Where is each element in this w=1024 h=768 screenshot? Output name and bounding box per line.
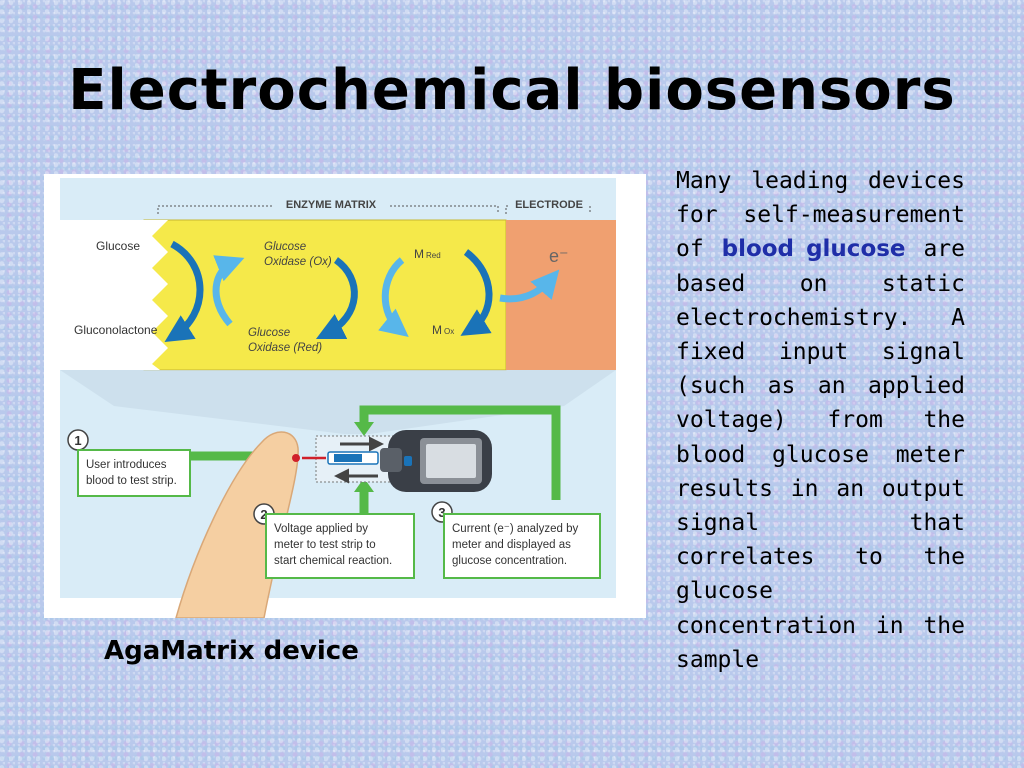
step3-line2: meter and displayed as [452,539,571,551]
blood-drop [292,454,300,462]
glucose-meter [380,430,492,492]
step1-line2: blood to test strip. [86,475,177,487]
mediator-reduction-arrow [378,257,409,338]
gluconolactone-label: Gluconolactone [74,323,158,337]
step2-line1: Voltage applied by [274,523,368,535]
step2-arrowhead [354,478,374,492]
enzyme-matrix-bracket: ENZYME MATRIX [157,196,499,214]
glucose-conversion-arrow [164,240,204,342]
gox-red-label-1: Glucose [248,327,290,339]
step1-box [77,449,191,497]
step2-line3: start chemical reaction. [274,555,392,567]
figure-caption: AgaMatrix device [104,636,359,666]
step3-box [443,513,601,579]
gox-red-label-2: Oxidase (Red) [248,342,322,354]
mediator-oxidation-arrow [460,249,493,336]
step2-line2: meter to test strip to [274,539,376,551]
body-text-part1: Many leading devices for self-measuremen… [676,168,965,263]
enzyme-matrix-label: ENZYME MATRIX [286,199,377,211]
body-text-part2: are based on static electrochemistry. A … [676,236,965,673]
gox-ox-label-1: Glucose [264,241,306,253]
electron-label: e⁻ [549,246,569,266]
gox-ox-label-2: Oxidase (Ox) [264,256,332,268]
electron-transfer-arrow [499,269,560,303]
gox-oxidation-arrow [212,255,245,327]
slide-title: Electrochemical biosensors [68,58,956,123]
electrode-label: ELECTRODE [515,199,583,211]
body-paragraph: Many leading devices for self-measuremen… [676,164,965,677]
biosensor-diagram: ENZYME MATRIX ELECTRODE Glucose Gluconol… [44,174,646,618]
step2-number: 2 [260,507,267,522]
loop-arrowhead [354,422,374,436]
step1-number: 1 [74,433,81,448]
glucose-label: Glucose [96,239,140,253]
current-feedback-loop [359,405,561,500]
step1-line1: User introduces [86,459,167,471]
step3-number: 3 [438,505,445,520]
electrode-bracket: ELECTRODE [505,196,591,214]
zoom-funnel [60,370,616,434]
substrate-region [60,220,168,370]
step2-box [265,513,415,579]
gox-reduction-arrow [315,257,358,340]
highlight-blood-glucose: blood glucose [721,236,906,263]
step3-line1: Current (e⁻) analyzed by [452,523,578,535]
step3-line3: glucose concentration. [452,555,567,567]
